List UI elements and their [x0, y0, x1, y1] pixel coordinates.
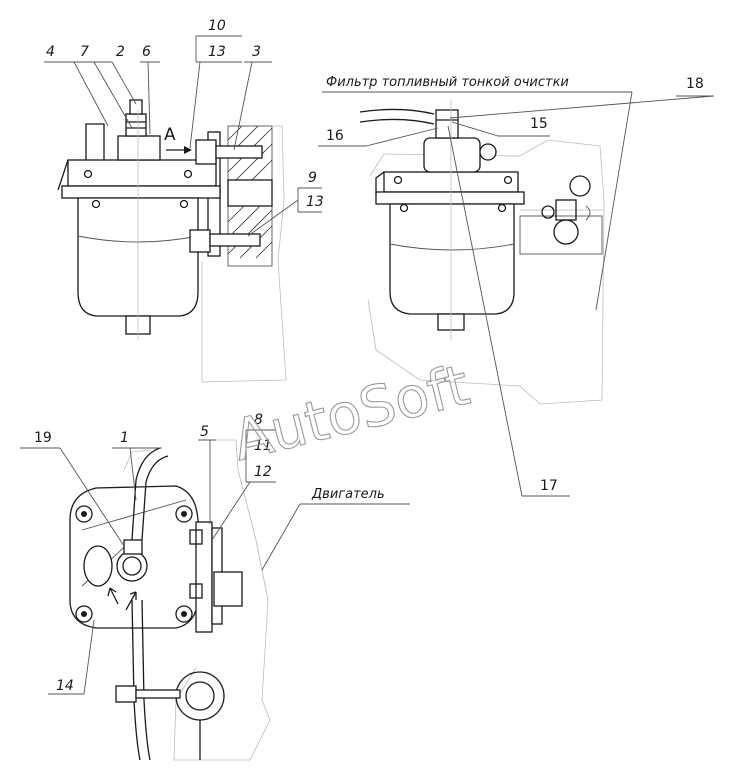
- callout-13b: 13: [306, 194, 324, 210]
- callout-14: 14: [56, 678, 74, 694]
- callout-18: 18: [686, 76, 704, 92]
- callout-2: 2: [116, 44, 125, 60]
- callout-labels: 4 7 2 6 10 13 3 9 13 A 18 16 15 17 19 1 …: [34, 18, 704, 694]
- callout-19: 19: [34, 430, 52, 446]
- callout-12: 12: [254, 464, 272, 480]
- caption-fine-fuel-filter: Фильтр топливный тонкой очистки: [326, 75, 569, 90]
- callout-3: 3: [252, 44, 261, 60]
- callout-6: 6: [142, 44, 151, 60]
- callout-8: 8: [254, 412, 263, 428]
- leaders-bottom: [20, 429, 410, 695]
- callout-7: 7: [80, 44, 89, 60]
- callout-1: 1: [120, 430, 129, 446]
- callout-10: 10: [208, 18, 226, 34]
- callout-9: 9: [308, 170, 317, 186]
- leaders-left-top: [44, 35, 322, 237]
- filter-side-view: [57, 99, 287, 383]
- leaders-right: [318, 91, 715, 497]
- caption-engine: Двигатель: [311, 487, 385, 502]
- callout-16: 16: [326, 128, 344, 144]
- callout-4: 4: [46, 44, 55, 60]
- filter-front-view: [359, 100, 605, 405]
- callout-15: 15: [530, 116, 548, 132]
- view-label-a: A: [164, 125, 176, 145]
- callout-5: 5: [200, 424, 209, 440]
- callout-13: 13: [208, 44, 226, 60]
- callout-11: 11: [254, 438, 272, 454]
- callout-17: 17: [540, 478, 558, 494]
- engine-mount-view: [69, 439, 271, 761]
- watermark: AutoSoft: [227, 353, 476, 474]
